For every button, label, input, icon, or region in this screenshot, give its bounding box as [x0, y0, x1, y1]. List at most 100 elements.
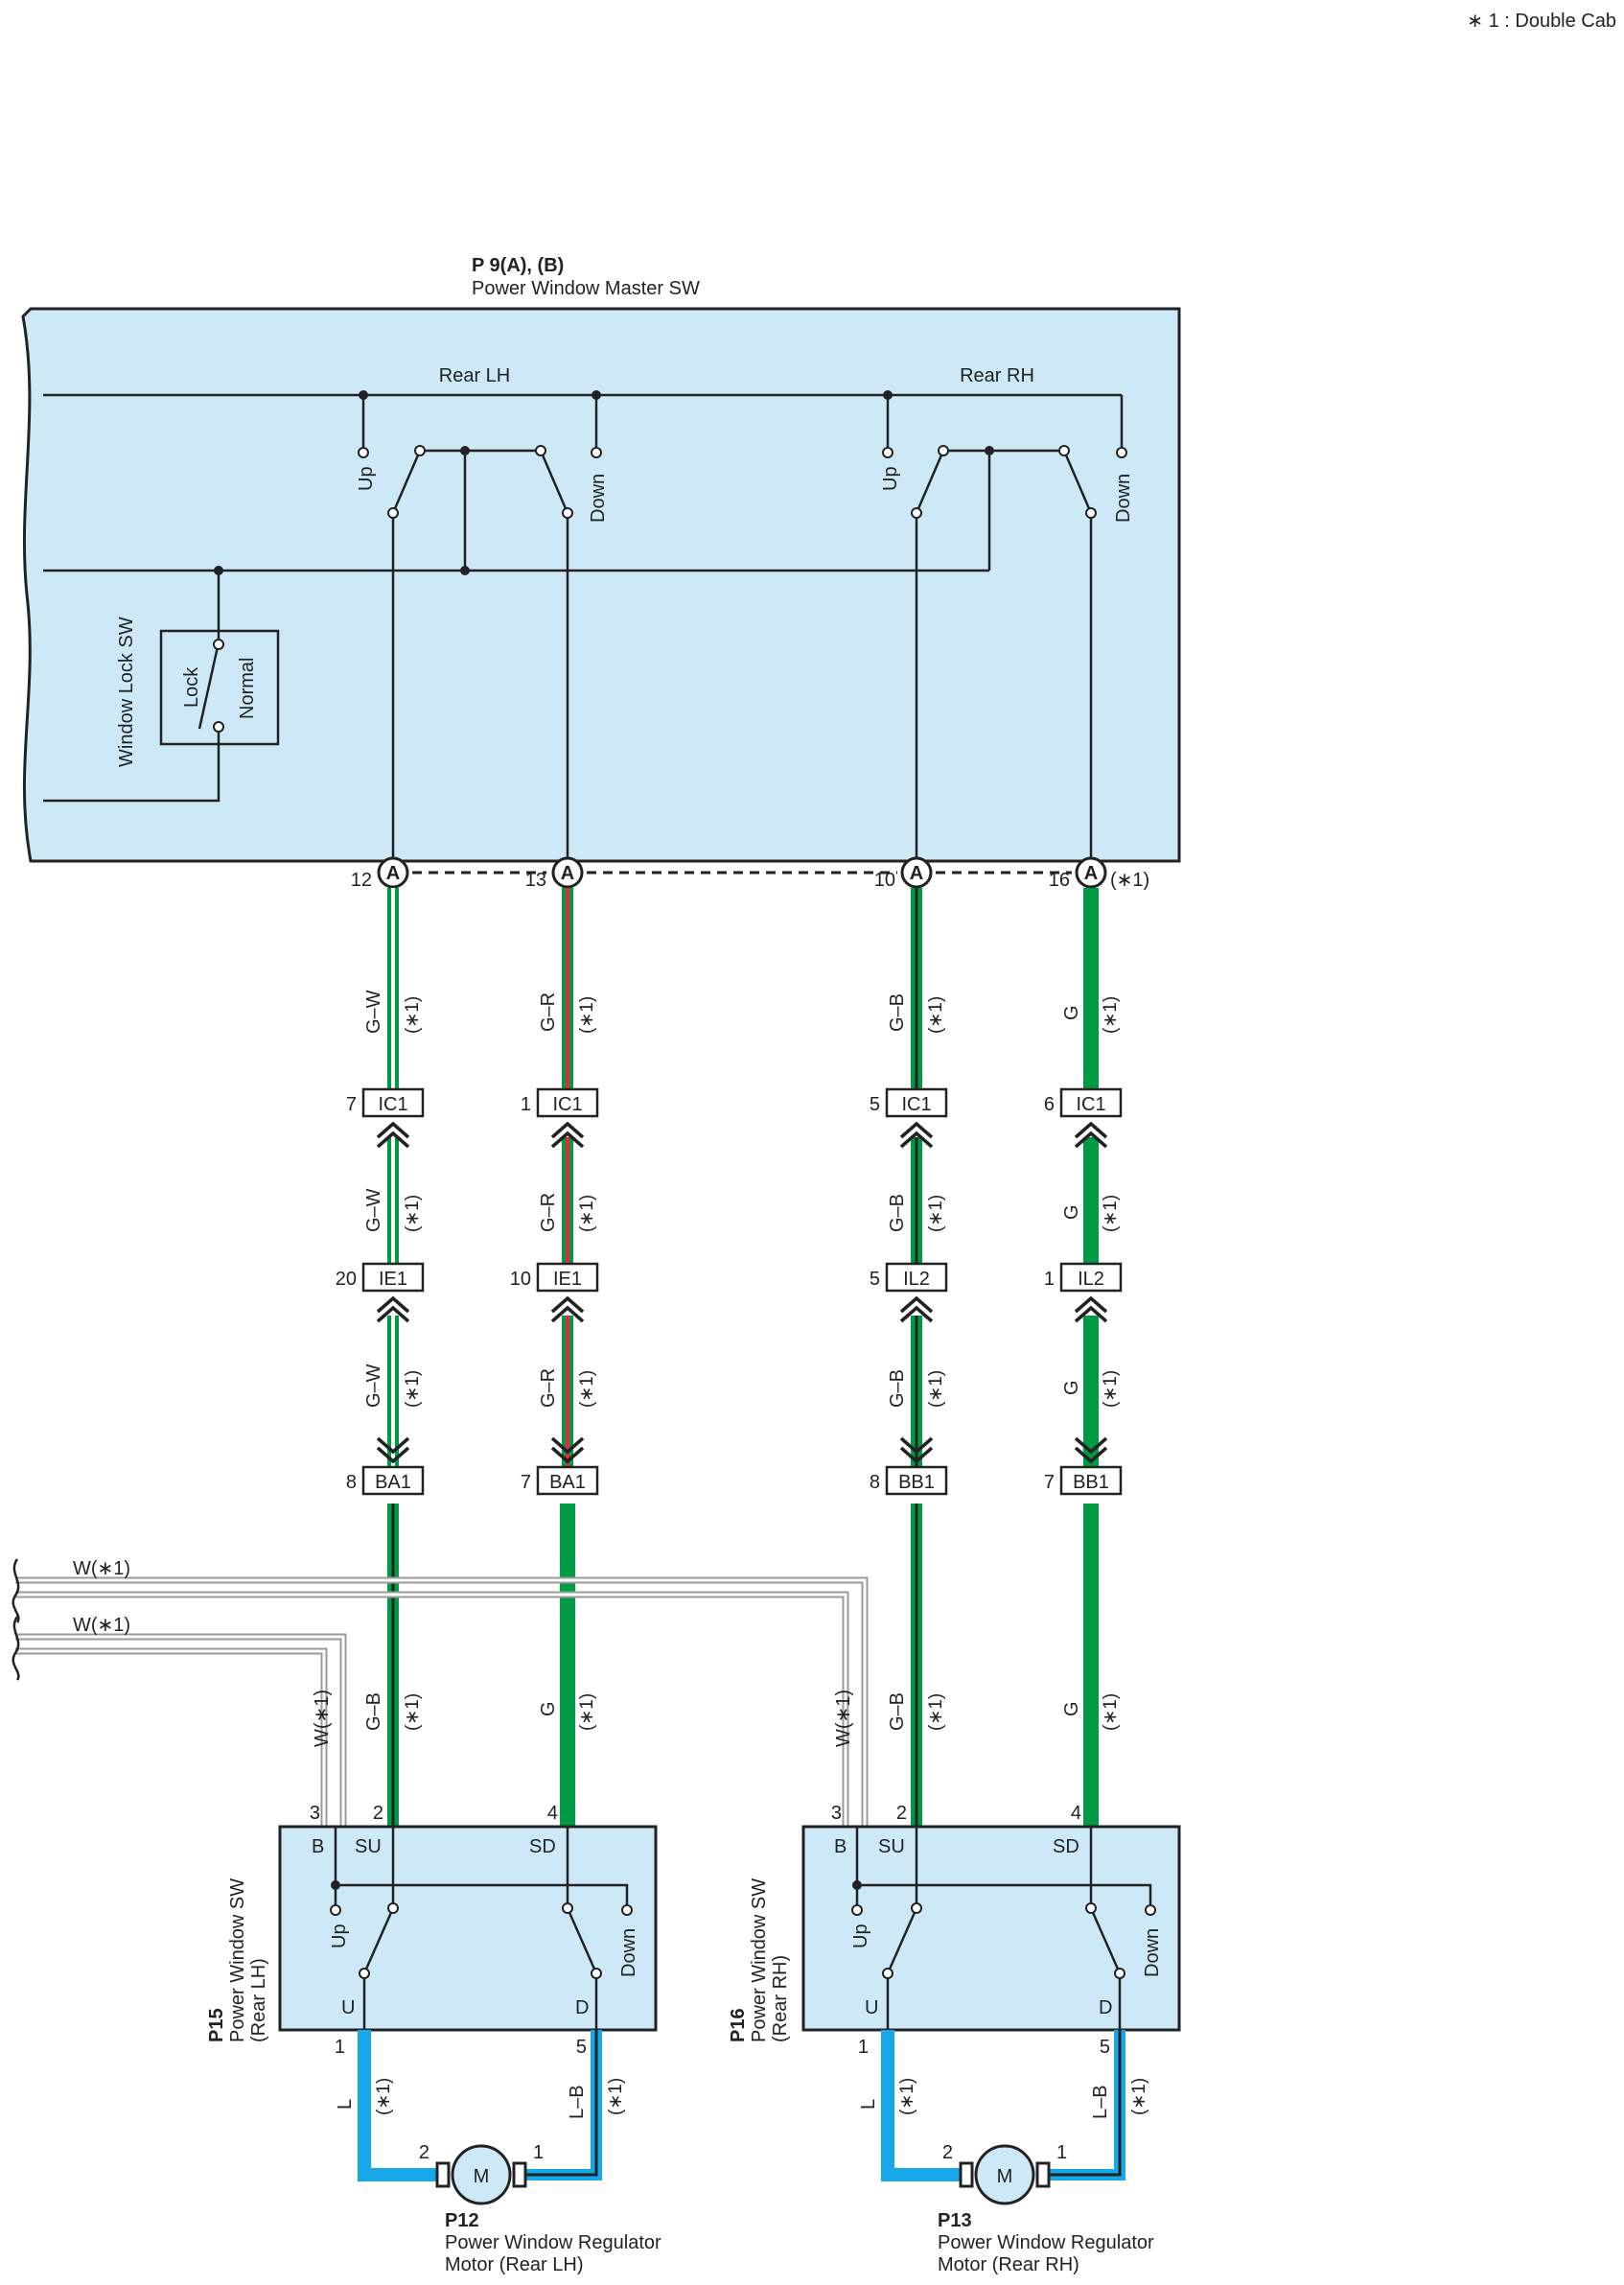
p12-motor-m: M	[474, 2166, 490, 2187]
wire-break-marks	[12, 1558, 20, 1681]
p16-terminal-d: D	[1099, 1997, 1112, 2018]
master-switch-code: P 9(A), (B)	[472, 255, 564, 276]
connector-pin: 1	[1044, 1269, 1055, 1290]
svg-text:G: G	[1061, 1005, 1082, 1020]
switch-contacts	[213, 445, 1127, 733]
p16-sub: (Rear RH)	[770, 1955, 791, 2042]
pin-16: 16	[1049, 870, 1070, 891]
p13-motor-icon	[959, 2144, 1051, 2205]
p16-pin-1: 1	[858, 2037, 869, 2058]
connector-a-letter: A	[1084, 863, 1098, 884]
svg-text:G–W: G–W	[363, 1364, 384, 1408]
connector-pin: 6	[1044, 1094, 1055, 1115]
p16-terminal-sd: SD	[1053, 1836, 1079, 1857]
wire-label-star: (∗1)	[374, 2078, 394, 2115]
svg-text:G–B: G–B	[887, 1194, 908, 1232]
w-wire-label: W(∗1)	[73, 1615, 130, 1636]
svg-text:(∗1): (∗1)	[1101, 1195, 1121, 1232]
p13-pin-2: 2	[942, 2142, 953, 2163]
connector-bb1: BB1	[898, 1472, 935, 1493]
rear-lh-up-label: Up	[356, 466, 377, 491]
master-switch-circuit	[43, 393, 1124, 871]
w-wire-label: W(∗1)	[312, 1690, 333, 1747]
p16-up-label: Up	[850, 1924, 871, 1948]
connector-pin: 20	[336, 1269, 357, 1290]
svg-text:(∗1): (∗1)	[403, 1195, 423, 1232]
connector-il2: IL2	[903, 1269, 930, 1290]
connector-a-circles	[377, 856, 1107, 889]
w-wires	[15, 1576, 869, 1827]
connector-a-letter: A	[910, 863, 923, 884]
p13-motor-wires	[881, 2030, 1125, 2181]
svg-text:(∗1): (∗1)	[926, 996, 946, 1034]
svg-text:(∗1): (∗1)	[403, 1370, 423, 1408]
svg-text:(∗1): (∗1)	[403, 996, 423, 1034]
pin-10: 10	[874, 870, 895, 891]
svg-text:(∗1): (∗1)	[1101, 1370, 1121, 1408]
svg-text:G–B: G–B	[887, 1692, 908, 1731]
p13-sub: Motor (Rear RH)	[938, 2254, 1079, 2275]
p16-pin-2: 2	[896, 1803, 907, 1824]
svg-text:G: G	[1061, 1380, 1082, 1395]
p15-sub: (Rear LH)	[248, 1958, 269, 2042]
svg-text:G–R: G–R	[538, 1193, 559, 1232]
wire-label-l: L	[335, 2099, 356, 2110]
p15-pin-4: 4	[547, 1803, 558, 1824]
svg-text:G–B: G–B	[887, 1369, 908, 1408]
wire-labels-row1: G–W (∗1) G–R (∗1) G–B (∗1) G (∗1)	[363, 990, 1121, 1034]
p16-pin-5: 5	[1100, 2037, 1110, 2058]
connector-il2: IL2	[1078, 1269, 1104, 1290]
svg-text:(∗1): (∗1)	[1101, 1693, 1121, 1731]
p15-terminal-b: B	[312, 1836, 324, 1857]
lock-label: Lock	[181, 666, 202, 708]
connector-pin: 7	[346, 1094, 357, 1115]
p15-name: Power Window SW	[227, 1878, 248, 2042]
svg-text:G–W: G–W	[363, 990, 384, 1034]
p12-pin-1: 1	[533, 2142, 544, 2163]
wire-labels-row2: G–W (∗1) G–R (∗1) G–B (∗1) G (∗1)	[363, 1188, 1121, 1232]
p12-name: Power Window Regulator	[445, 2232, 661, 2253]
connector-a-letter: A	[561, 863, 574, 884]
p16-code: P16	[728, 2008, 749, 2042]
p16-switch-box	[801, 1825, 1181, 2032]
connector-ic1: IC1	[552, 1094, 582, 1115]
double-cab-note: ∗ 1 : Double Cab	[1467, 11, 1616, 32]
p16-contacts	[851, 1902, 1156, 1979]
connector-ic1: IC1	[901, 1094, 931, 1115]
svg-text:(∗1): (∗1)	[577, 1370, 597, 1408]
p16-terminal-u: U	[865, 1997, 878, 2018]
connector-chevrons	[376, 1121, 1108, 1464]
svg-text:(∗1): (∗1)	[403, 1693, 423, 1731]
p15-terminal-u: U	[341, 1997, 355, 2018]
connector-a-letter: A	[386, 863, 400, 884]
normal-label: Normal	[237, 658, 258, 719]
node	[852, 1880, 862, 1890]
double-cab-mark: (∗1)	[1110, 870, 1149, 891]
connector-pin: 8	[870, 1472, 880, 1493]
inline-connectors	[361, 1087, 1123, 1496]
p12-motor-wires	[358, 2030, 602, 2181]
connector-pin: 7	[1044, 1472, 1055, 1493]
connector-ba1: BA1	[375, 1472, 411, 1493]
connector-ic1: IC1	[378, 1094, 407, 1115]
window-lock-sw-label: Window Lock SW	[116, 617, 137, 767]
connector-ie1: IE1	[379, 1269, 407, 1290]
pin-13: 13	[525, 870, 546, 891]
p15-contacts	[330, 1902, 633, 1979]
svg-text:(∗1): (∗1)	[926, 1693, 946, 1731]
p12-code: P12	[445, 2210, 479, 2231]
rear-lh-down-label: Down	[588, 474, 609, 523]
rear-lh-label: Rear LH	[439, 365, 510, 386]
p15-terminal-su: SU	[355, 1836, 382, 1857]
p13-code: P13	[938, 2210, 972, 2231]
wire-label-lb: L–B	[1090, 2085, 1111, 2119]
svg-text:G–B: G–B	[363, 1692, 384, 1731]
p15-pin-5: 5	[576, 2037, 587, 2058]
p15-switch-box	[278, 1825, 658, 2032]
svg-text:G: G	[538, 1701, 559, 1716]
svg-text:G–R: G–R	[538, 1368, 559, 1408]
wire-labels-row3: G–W (∗1) G–R (∗1) G–B (∗1) G (∗1)	[363, 1364, 1121, 1408]
p13-motor-m: M	[997, 2166, 1013, 2187]
svg-text:G: G	[1061, 1701, 1082, 1716]
svg-text:G: G	[1061, 1204, 1082, 1220]
